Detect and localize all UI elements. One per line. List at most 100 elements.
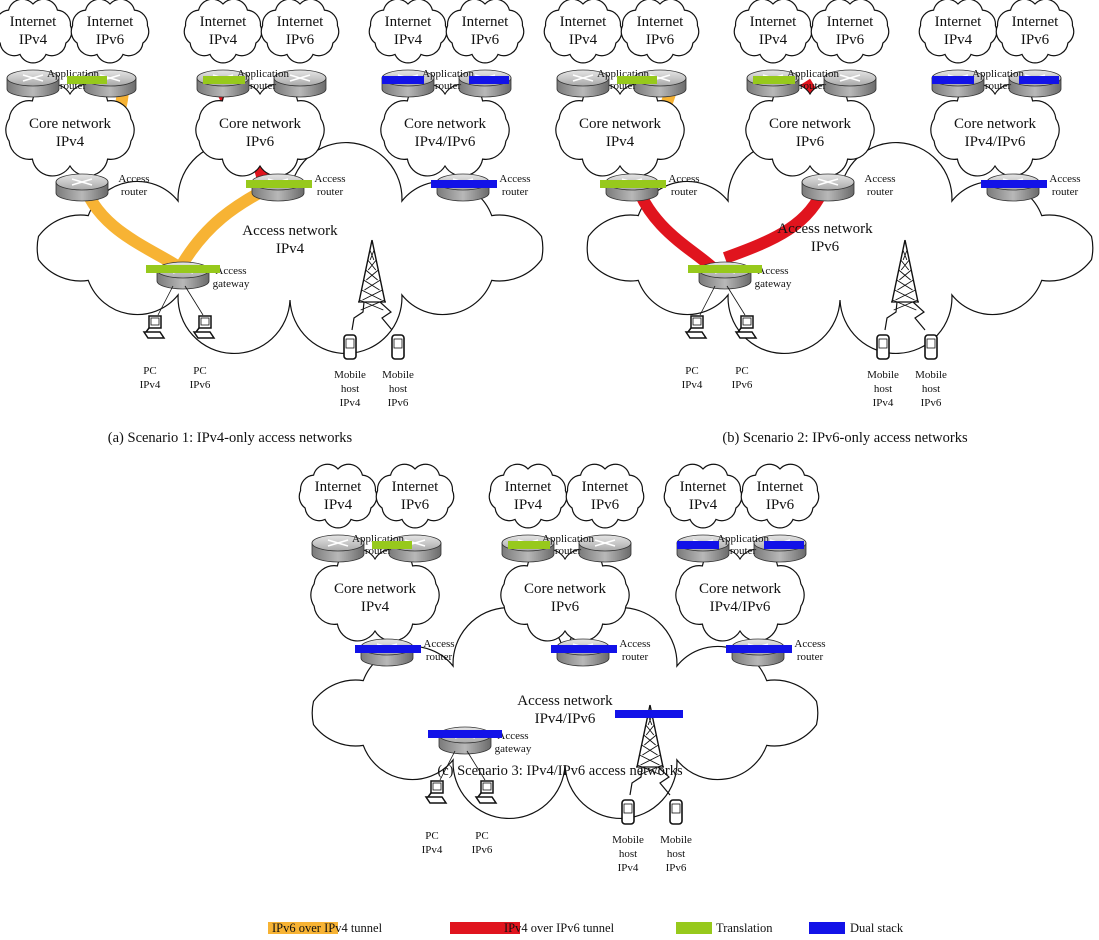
dual-stack-marker	[1019, 76, 1059, 84]
dual-stack-marker	[382, 76, 424, 84]
legend-item: Dual stack	[809, 921, 904, 935]
access-router	[801, 173, 855, 202]
dual-stack-marker	[932, 76, 974, 84]
legend-item: Translation	[676, 921, 773, 935]
core-network-cloud	[380, 83, 510, 177]
translation-marker	[600, 180, 666, 188]
dual-stack-marker	[428, 730, 502, 738]
wireless-link-icon	[629, 766, 643, 796]
application-router-ipv4	[6, 69, 60, 98]
application-router-ipv6	[578, 534, 632, 563]
core-network-cloud	[745, 83, 875, 177]
pc-ipv4-icon	[684, 315, 708, 339]
core-network-cloud	[930, 83, 1060, 177]
translation-marker	[67, 76, 107, 84]
dual-stack-marker	[615, 710, 683, 718]
internet-ipv6-cloud	[995, 0, 1075, 64]
legend-label: Dual stack	[850, 921, 904, 935]
legend-swatch	[450, 922, 520, 934]
legend-item: IPv4 over IPv6 tunnel	[450, 921, 615, 935]
mobile-host-ipv4-icon	[876, 334, 890, 360]
application-router-ipv4	[311, 534, 365, 563]
translation-marker	[146, 265, 220, 273]
dual-stack-marker	[355, 645, 421, 653]
legend-label: Translation	[716, 921, 773, 935]
mobile-host-ipv4-icon	[343, 334, 357, 360]
cell-tower-icon	[891, 239, 919, 311]
core-network-cloud	[500, 548, 630, 642]
internet-ipv6-cloud	[740, 463, 820, 529]
internet-ipv6-cloud	[445, 0, 525, 64]
dual-stack-marker	[431, 180, 497, 188]
wireless-link-icon	[351, 301, 365, 331]
legend-label: IPv4 over IPv6 tunnel	[504, 921, 615, 935]
pc-ipv6-icon	[734, 315, 758, 339]
wireless-link-icon	[912, 301, 926, 331]
internet-ipv4-cloud	[663, 463, 743, 529]
translation-marker	[688, 265, 762, 273]
scenario-caption: (b) Scenario 2: IPv6-only access network…	[722, 430, 968, 446]
legend-swatch	[268, 922, 338, 934]
core-network-cloud	[555, 83, 685, 177]
core-network-cloud	[5, 83, 135, 177]
wireless-link-icon	[379, 301, 393, 331]
internet-ipv6-cloud	[620, 0, 700, 64]
internet-ipv6-cloud	[260, 0, 340, 64]
translation-marker	[753, 76, 795, 84]
internet-ipv4-cloud	[918, 0, 998, 64]
scenario-caption: (a) Scenario 1: IPv4-only access network…	[108, 430, 353, 446]
mobile-host-ipv6-icon	[924, 334, 938, 360]
translation-marker	[203, 76, 245, 84]
translation-marker	[372, 541, 412, 549]
dual-stack-marker	[551, 645, 617, 653]
dual-stack-marker	[469, 76, 509, 84]
core-network-cloud	[675, 548, 805, 642]
translation-marker	[508, 541, 550, 549]
